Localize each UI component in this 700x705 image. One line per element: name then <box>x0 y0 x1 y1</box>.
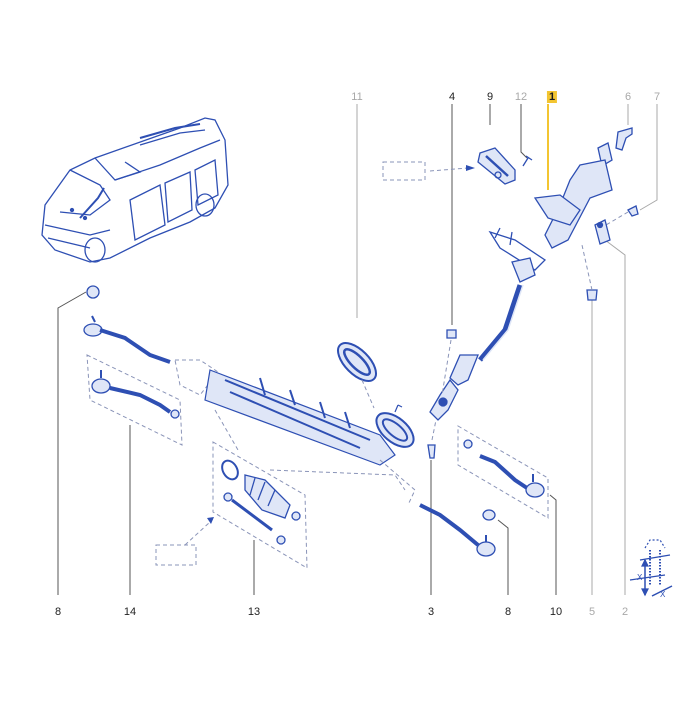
svg-text:X: X <box>637 573 643 582</box>
callout-8-left[interactable]: 8 <box>54 606 62 618</box>
svg-text:X: X <box>660 590 666 599</box>
part-7-screw <box>605 205 639 226</box>
callout-14[interactable]: 14 <box>123 606 137 618</box>
part-4-nut <box>441 329 457 396</box>
part-14-left-tie-rod-end <box>86 354 183 446</box>
callout-11[interactable]: 11 <box>351 91 363 103</box>
callout-2[interactable]: 2 <box>621 606 629 618</box>
callout-12[interactable]: 12 <box>514 91 528 103</box>
callout-7[interactable]: 7 <box>653 91 661 103</box>
callout-6[interactable]: 6 <box>624 91 632 103</box>
callout-10[interactable]: 10 <box>549 606 563 618</box>
part-8-nut-right <box>482 509 496 521</box>
part-13-boot-kit <box>212 441 308 569</box>
part-12-screw <box>522 155 533 167</box>
part-5-bolt <box>581 244 598 301</box>
callout-5[interactable]: 5 <box>588 606 596 618</box>
part-3-bolt <box>427 419 437 459</box>
part-2-bracket-clip <box>594 219 611 245</box>
left-tie-rod-installed <box>83 285 171 364</box>
part-9-cover-plate <box>477 147 516 185</box>
leader-lines <box>57 104 658 595</box>
reference-box-bottom <box>155 517 214 566</box>
reference-box-top <box>382 161 475 181</box>
callout-1-selected[interactable]: 1 <box>546 91 558 103</box>
right-tie-rod-installed <box>419 503 496 557</box>
callout-4[interactable]: 4 <box>448 91 456 103</box>
part-1-steering-column <box>429 142 613 421</box>
minivan-outline-icon <box>41 117 229 263</box>
callout-13[interactable]: 13 <box>247 606 261 618</box>
part-6-bolt <box>615 127 633 151</box>
callout-3[interactable]: 3 <box>427 606 435 618</box>
callout-9[interactable]: 9 <box>486 91 494 103</box>
steering-rack-assembly <box>174 359 416 506</box>
callout-8-right[interactable]: 8 <box>504 606 512 618</box>
part-11-grommet <box>337 342 377 409</box>
part-10-right-tie-rod-end <box>457 425 549 519</box>
measurement-detail-icon: X X <box>629 539 673 599</box>
